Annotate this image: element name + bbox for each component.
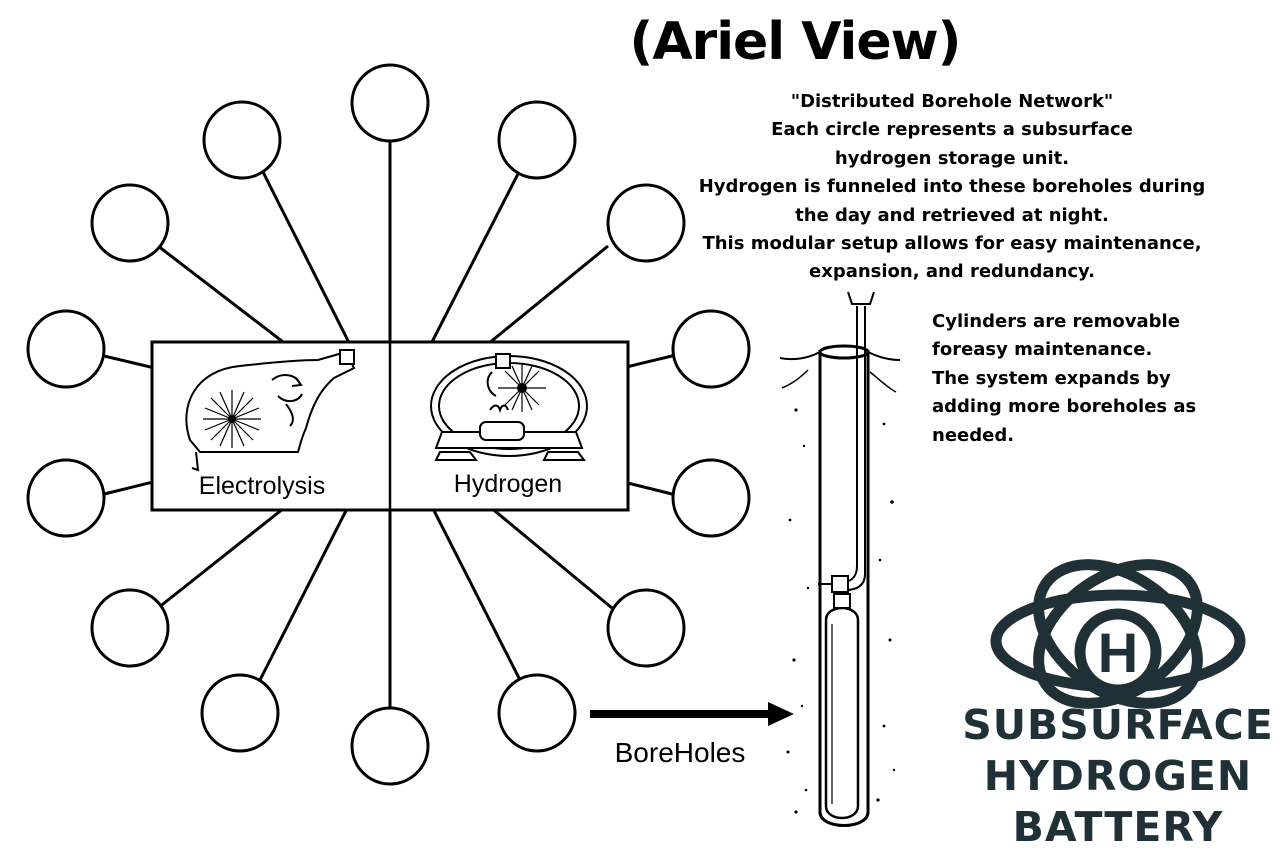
borehole-circle bbox=[606, 183, 686, 263]
extraction-pipe bbox=[856, 306, 866, 574]
page-title: (Ariel View) bbox=[629, 12, 962, 72]
borehole-circle bbox=[350, 706, 430, 786]
description-line: expansion, and redundancy. bbox=[809, 261, 1095, 283]
hydrogen-storage-unit-icon bbox=[430, 353, 588, 461]
logo-line: BATTERY bbox=[1012, 803, 1224, 851]
valve-icon bbox=[831, 575, 849, 593]
electrolysis-unit-icon bbox=[185, 349, 356, 472]
logo-line: HYDROGEN bbox=[983, 752, 1253, 800]
borehole-circle bbox=[671, 458, 751, 538]
boreholes-label: BoreHoles bbox=[615, 737, 746, 768]
logo-line: SUBSURFACE bbox=[962, 701, 1274, 749]
note-line: Cylinders are removable bbox=[932, 311, 1180, 332]
borehole-arrow: BoreHoles bbox=[590, 702, 794, 768]
description-line: the day and retrieved at night. bbox=[795, 204, 1109, 226]
borehole-circle bbox=[200, 673, 280, 753]
hydrogen-atom-logo-icon: H bbox=[990, 559, 1246, 709]
network-description: "Distributed Borehole Network" Each circ… bbox=[672, 88, 1232, 287]
description-line: hydrogen storage unit. bbox=[834, 147, 1070, 169]
description-line: "Distributed Borehole Network" bbox=[790, 91, 1114, 112]
note-line: The system expands by bbox=[932, 367, 1171, 389]
borehole-circle bbox=[26, 309, 106, 389]
borehole-shaft bbox=[818, 350, 870, 827]
soil-speckles bbox=[786, 408, 896, 814]
borehole-circle bbox=[350, 63, 430, 143]
note-line: needed. bbox=[932, 424, 1015, 446]
borehole-circle bbox=[497, 100, 577, 180]
description-line: Hydrogen is funneled into these borehole… bbox=[698, 176, 1206, 198]
borehole-circle bbox=[606, 588, 686, 668]
borehole-circles bbox=[26, 63, 751, 786]
logo-wordmark: SUBSURFACE HYDROGEN BATTERY bbox=[960, 700, 1276, 853]
borehole-circle bbox=[497, 673, 577, 753]
description-line: Each circle represents a subsurface bbox=[771, 119, 1133, 141]
borehole-circle bbox=[90, 183, 170, 263]
description-line: This modular setup allows for easy maint… bbox=[702, 233, 1202, 255]
electrolysis-label: Electrolysis bbox=[199, 472, 325, 500]
note-line: foreasy maintenance. bbox=[932, 339, 1153, 361]
borehole-circle bbox=[26, 458, 106, 538]
borehole-circle bbox=[202, 100, 282, 180]
logo-letter: H bbox=[1098, 621, 1138, 684]
hub-box: Electrolysis Hydrogen bbox=[150, 340, 630, 512]
hydrogen-label: Hydrogen bbox=[454, 470, 562, 498]
borehole-cross-section bbox=[779, 291, 901, 827]
ground-surface-line bbox=[779, 351, 821, 361]
borehole-circle bbox=[671, 309, 751, 389]
borehole-circle bbox=[90, 588, 170, 668]
note-line: adding more boreholes as bbox=[932, 396, 1197, 418]
cylinder-note: Cylinders are removable foreasy maintena… bbox=[932, 308, 1252, 450]
arrow-head-icon bbox=[768, 702, 794, 726]
hydrogen-cylinder bbox=[824, 606, 860, 820]
